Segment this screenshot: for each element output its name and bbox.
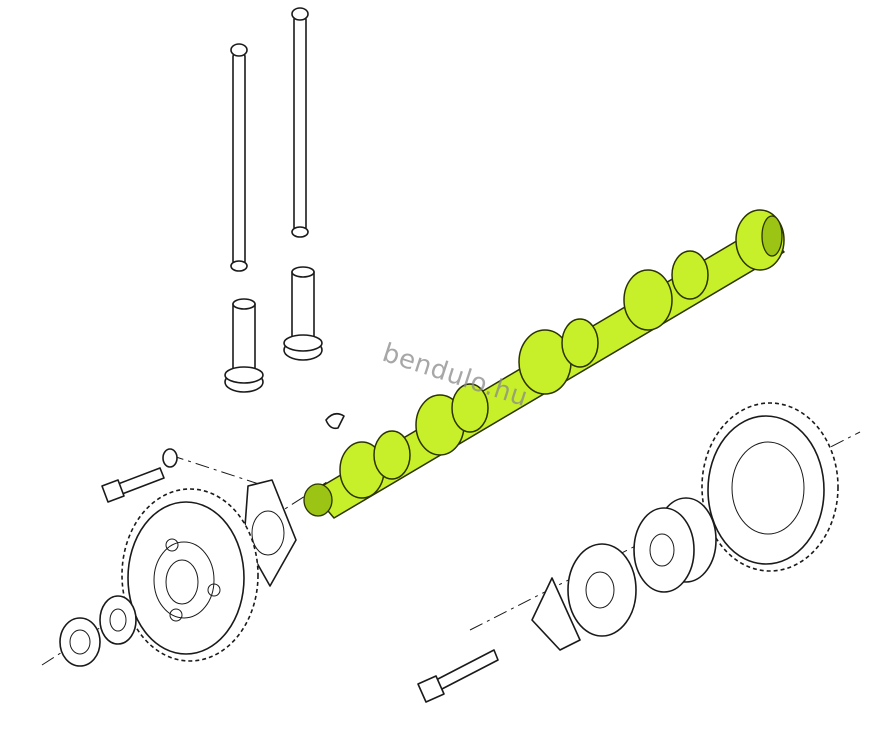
axis-line-upper [169, 454, 263, 486]
timing-gear-left [121, 488, 259, 662]
push-rod-left [230, 43, 248, 272]
bolt-left [101, 467, 165, 503]
flat-washer [99, 595, 137, 645]
triangular-plate [531, 577, 581, 651]
timing-gear-right [701, 402, 839, 572]
camshaft [303, 209, 785, 519]
tappet-right [283, 266, 323, 361]
thrust-plate-right [567, 543, 637, 637]
push-rod-right [291, 7, 309, 238]
hub [633, 497, 717, 593]
nut [59, 617, 101, 667]
tappet-left [224, 298, 264, 393]
woodruff-key [325, 412, 345, 430]
lock-washer [162, 448, 178, 468]
bolt-right [417, 649, 499, 703]
